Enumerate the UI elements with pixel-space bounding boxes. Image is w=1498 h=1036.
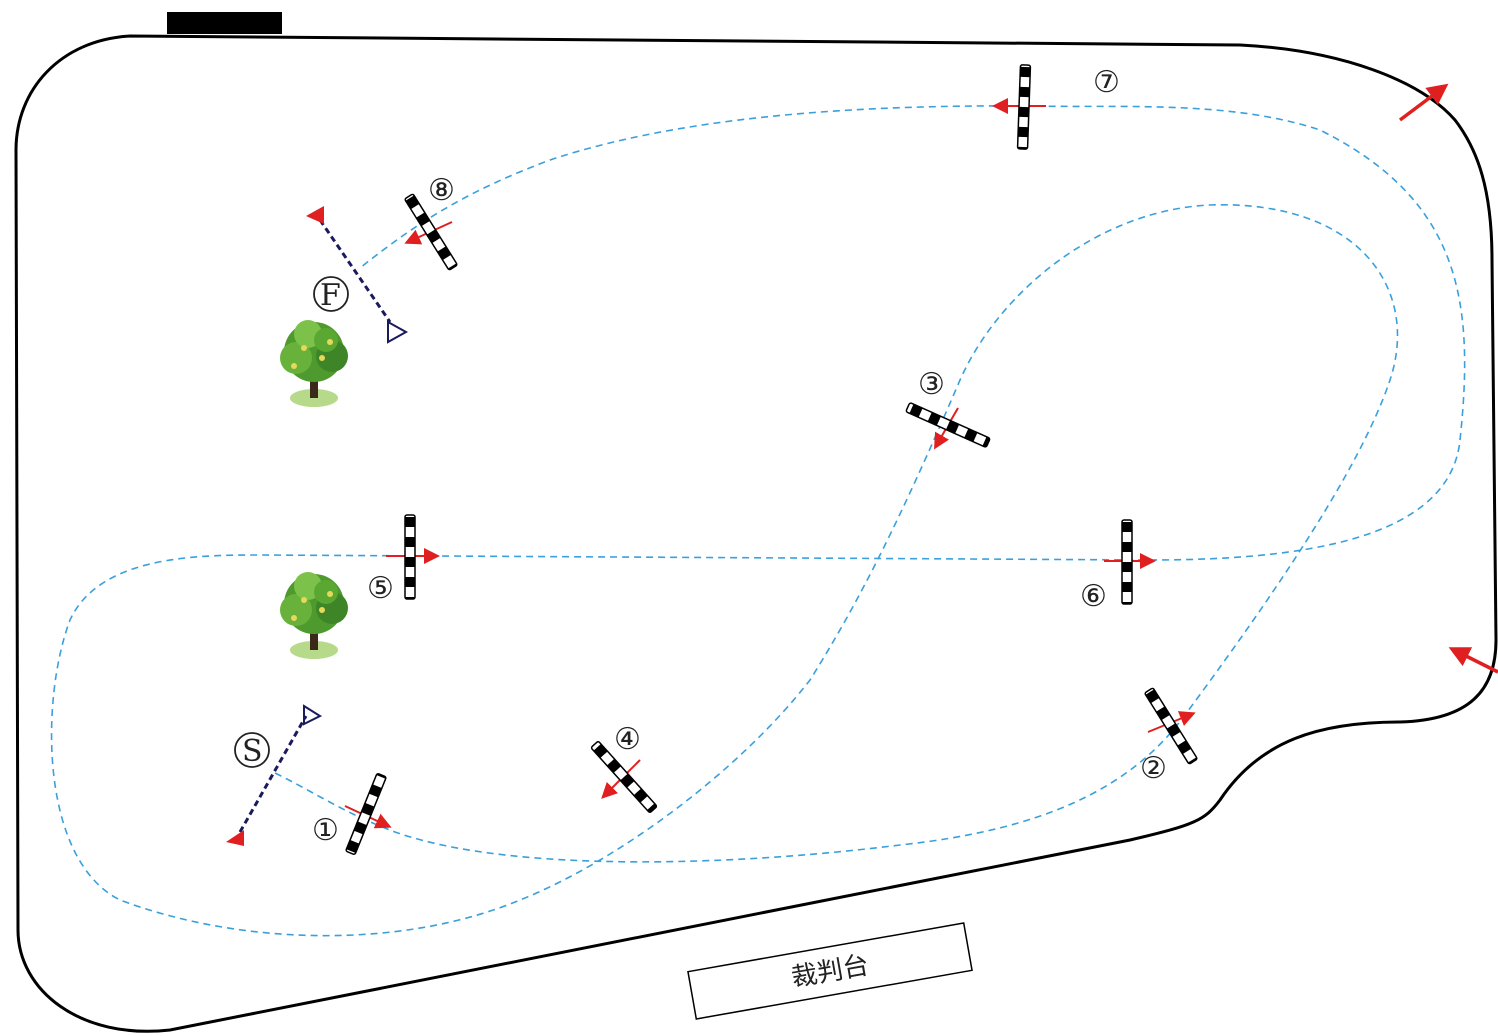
course-path [50, 105, 1466, 937]
obstacle-label-6: ⑥ [1080, 579, 1107, 614]
tree-icon [280, 320, 348, 407]
obstacle-labels: ① ② ③ ④ ⑤ ⑥ ⑦ ⑧ [312, 65, 1167, 848]
start-circle [234, 732, 270, 768]
obstacle-4 [590, 741, 658, 813]
start-line: S [226, 704, 323, 846]
obstacle-label-8: ⑧ [428, 173, 455, 208]
flag-marker-icon [387, 320, 409, 344]
finish-label: F [320, 278, 341, 313]
obstacle-8 [404, 193, 458, 271]
finish-circle [313, 276, 349, 312]
obstacle-3 [905, 402, 991, 448]
obstacle-7 [1016, 64, 1032, 150]
obstacle-label-3: ③ [918, 367, 945, 402]
entry-arrow-icon [1448, 647, 1498, 674]
start-label: S [242, 734, 263, 769]
obstacle-1 [345, 773, 387, 855]
obstacle-label-2: ② [1140, 751, 1167, 786]
obstacle-label-4: ④ [614, 722, 641, 757]
flag-marker-icon [303, 704, 323, 726]
obstacle-label-5: ⑤ [367, 571, 394, 606]
tree-icon [280, 572, 348, 659]
obstacle-label-7: ⑦ [1093, 65, 1120, 100]
entrance-gate [167, 12, 282, 34]
exit-arrow-icon [1398, 83, 1449, 122]
obstacle-5 [404, 514, 416, 600]
obstacle-2 [1144, 687, 1198, 765]
judge-stand: 裁判台 [687, 922, 973, 1020]
flag-marker-icon [226, 830, 244, 846]
flag-marker-icon [306, 206, 324, 224]
obstacle-label-1: ① [312, 813, 339, 848]
obstacles [345, 64, 1198, 855]
finish-line: F [306, 206, 409, 344]
obstacle-6 [1121, 519, 1133, 605]
arena-outline [14, 34, 1498, 1033]
